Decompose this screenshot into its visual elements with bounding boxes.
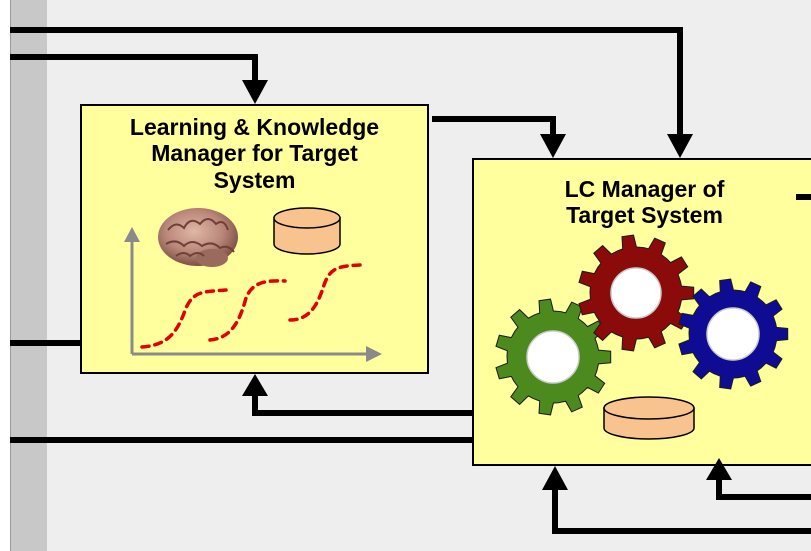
learning-title-line3: System — [213, 166, 296, 193]
connector-right-to-lc-a — [716, 478, 811, 500]
arrow-head-up-icon — [542, 466, 568, 490]
gear-icon — [578, 234, 695, 352]
connector-learning-to-lc — [432, 116, 556, 136]
database-icon — [603, 396, 695, 440]
gear-hole — [526, 330, 580, 384]
learning-knowledge-manager-title: Learning & Knowledge Manager for Target … — [82, 114, 427, 193]
learning-knowledge-manager-box[interactable]: Learning & Knowledge Manager for Target … — [80, 104, 429, 374]
arrow-head-down-icon — [540, 134, 566, 158]
chart-axes-icon — [124, 227, 382, 362]
connector-top-to-learning — [10, 54, 258, 82]
arrow-head-up-icon — [242, 374, 268, 396]
database-icon — [273, 207, 341, 255]
brain-icon — [158, 208, 238, 267]
connector-top-to-lc — [10, 27, 683, 136]
arrow-head-down-icon — [242, 80, 268, 104]
gear-hole — [706, 307, 760, 361]
lc-title-line1: LC Manager of — [564, 176, 725, 202]
connector-right-to-lc-b — [552, 488, 811, 534]
arrow-head-down-icon — [667, 134, 693, 158]
lc-manager-title: LC Manager of Target System — [474, 176, 811, 229]
connector-lc-to-learning — [252, 392, 472, 416]
arrow-head-up-icon — [706, 458, 732, 480]
lc-title-line2: Target System — [566, 202, 723, 229]
gear-icon — [678, 278, 789, 390]
gear-hole — [610, 267, 662, 319]
gear-icon — [495, 298, 612, 416]
arrow-heads — [242, 80, 732, 490]
connector-lines — [10, 27, 811, 534]
learning-title-line2: Manager for Target — [151, 140, 358, 167]
learning-curves — [140, 263, 362, 349]
learning-title-line1: Learning & Knowledge — [129, 114, 380, 140]
